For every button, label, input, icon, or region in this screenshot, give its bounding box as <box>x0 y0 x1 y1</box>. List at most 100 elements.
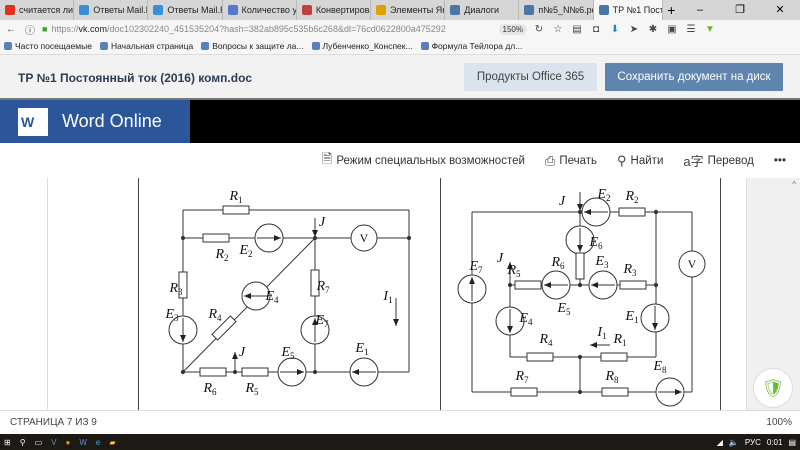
explorer-icon[interactable]: ▰ <box>109 437 116 447</box>
word-icon[interactable]: W <box>79 437 87 447</box>
pocket-icon[interactable]: ◘ <box>592 23 600 35</box>
circuit-label: R1 <box>228 189 242 205</box>
circuit-label: E8 <box>652 359 667 375</box>
browser-tab[interactable]: считается ли в <box>0 0 75 20</box>
circuit-label: R7 <box>315 279 330 295</box>
volume-icon[interactable]: 🔈 <box>728 437 739 447</box>
browser-tab[interactable]: Ответы Mail.Ru <box>74 0 149 20</box>
browser-tab[interactable]: Диалоги <box>445 0 520 20</box>
circuit-label: J <box>497 251 504 266</box>
network-icon[interactable]: ◢ <box>716 437 723 447</box>
circuit-label: R2 <box>624 189 638 205</box>
extension-icon[interactable]: ✱ <box>648 23 658 35</box>
screenshot-icon[interactable]: ▣ <box>667 23 677 35</box>
browser-tab[interactable]: ТР №1 Пост✕ <box>593 0 663 20</box>
minimize-icon[interactable]: – <box>696 4 704 16</box>
favicon-icon <box>301 5 312 15</box>
bookmark-item[interactable]: Часто посещаемые <box>4 41 92 51</box>
visio-icon[interactable]: V <box>51 437 57 447</box>
bookmark-item[interactable]: Формула Тейлора дл... <box>420 41 522 51</box>
bookmark-star-icon[interactable]: ☆ <box>553 23 563 35</box>
new-tab-button[interactable]: + <box>667 2 676 18</box>
browser-tab[interactable]: Количество уз <box>223 0 297 20</box>
bookmark-item[interactable]: Вопросы к защите ла... <box>201 41 304 51</box>
firefox-icon[interactable]: ● <box>65 437 71 447</box>
circuit-label: R8 <box>604 369 619 385</box>
language-indicator[interactable]: РУС <box>744 437 761 447</box>
bookmark-icon <box>4 42 12 50</box>
clipboard-icon[interactable]: ▤ <box>572 23 582 35</box>
node <box>653 209 659 215</box>
circuit-label: J <box>319 215 326 230</box>
node <box>180 235 186 241</box>
clock[interactable]: 0:01 <box>766 437 783 447</box>
favicon-icon <box>376 5 387 15</box>
url-input[interactable]: ■ https://vk.com/doc102302240_451535204?… <box>42 22 527 37</box>
adguard-icon[interactable]: ▼ <box>705 23 715 35</box>
restore-icon[interactable]: ❐ <box>735 4 745 16</box>
browser-tab[interactable]: Ответы Mail.Ru <box>148 0 223 20</box>
printer-icon: ⎙ <box>544 152 556 168</box>
circuit-label: E6 <box>588 235 603 251</box>
browser-tab[interactable]: Элементы Янде <box>371 0 446 20</box>
circuit-label: R7 <box>514 369 529 385</box>
node <box>577 282 583 288</box>
circuit-label: J <box>559 194 566 209</box>
back-icon[interactable]: ← <box>6 23 16 35</box>
table-border <box>720 178 721 410</box>
table-border <box>138 178 139 410</box>
circuit-label: E3 <box>594 254 609 270</box>
edge-icon[interactable]: e <box>95 437 101 447</box>
browser-tab[interactable]: Конвертироват <box>297 0 372 20</box>
circuit-label: I1 <box>382 289 392 305</box>
status-bar: СТРАНИЦА 7 ИЗ 9 100% <box>0 410 800 434</box>
task-view-icon[interactable]: ▭ <box>34 437 43 447</box>
resistor <box>310 269 320 297</box>
accessibility-mode-button[interactable]: 🗎Режим специальных возможностей <box>322 150 525 172</box>
vertical-scrollbar[interactable]: ^ 🛡 <box>746 178 800 410</box>
circuit-label: E3 <box>164 307 179 323</box>
find-button[interactable]: ⚲Найти <box>617 152 664 168</box>
circuit-label: E1 <box>624 309 638 325</box>
adguard-shield-icon[interactable]: 🛡 <box>753 368 793 408</box>
browser-tab[interactable]: п№5_N№6.pdf <box>519 0 594 20</box>
circuit-label: E5 <box>280 345 295 361</box>
send-icon[interactable]: ➤ <box>629 23 639 35</box>
zoom-indicator[interactable]: 150% <box>498 23 527 35</box>
circuit-label: V <box>688 257 697 271</box>
table-border <box>440 178 441 410</box>
scroll-up-icon[interactable]: ^ <box>792 180 796 189</box>
save-to-disk-button[interactable]: Сохранить документ на диск <box>605 63 783 91</box>
word-brand[interactable]: W Word Online <box>0 100 190 143</box>
info-icon[interactable]: ⓘ <box>25 25 35 37</box>
circuit-label: E2 <box>596 187 610 203</box>
taskbar: ⊞ ⚲ ▭ V ● W e ▰ ◢ 🔈 РУС 0:01 ▤ <box>0 434 800 450</box>
start-icon[interactable]: ⊞ <box>4 437 11 447</box>
bookmark-item[interactable]: Лубенченко_Конспек... <box>311 41 413 51</box>
node <box>312 235 318 241</box>
zoom-level[interactable]: 100% <box>766 417 792 428</box>
circuit-label: E4 <box>264 289 279 305</box>
more-button[interactable]: ••• <box>773 154 786 167</box>
search-icon[interactable]: ⚲ <box>19 437 26 447</box>
bookmark-item[interactable]: Начальная страница <box>99 41 193 51</box>
close-window-icon[interactable]: ✕ <box>775 4 785 16</box>
node <box>312 369 318 375</box>
page-margin-line <box>47 178 48 410</box>
node <box>507 282 513 288</box>
reload-icon[interactable]: ↻ <box>534 23 544 35</box>
circuit-label: R5 <box>244 381 259 397</box>
viewer-toolbar: 🗎Режим специальных возможностей ⎙Печать … <box>0 143 800 178</box>
print-button[interactable]: ⎙Печать <box>544 152 598 168</box>
voltmeter <box>350 224 378 252</box>
download-icon[interactable]: ⬇ <box>610 23 620 35</box>
navigation-bar: ← ⓘ ■ https://vk.com/doc102302240_451535… <box>0 20 800 38</box>
resistor <box>510 387 538 397</box>
resistor <box>600 352 628 362</box>
office-products-button[interactable]: Продукты Office 365 <box>464 63 597 91</box>
voltmeter <box>678 250 706 278</box>
menu-icon[interactable]: ☰ <box>686 23 696 35</box>
notifications-icon[interactable]: ▤ <box>788 437 796 447</box>
favicon-icon <box>524 5 535 15</box>
